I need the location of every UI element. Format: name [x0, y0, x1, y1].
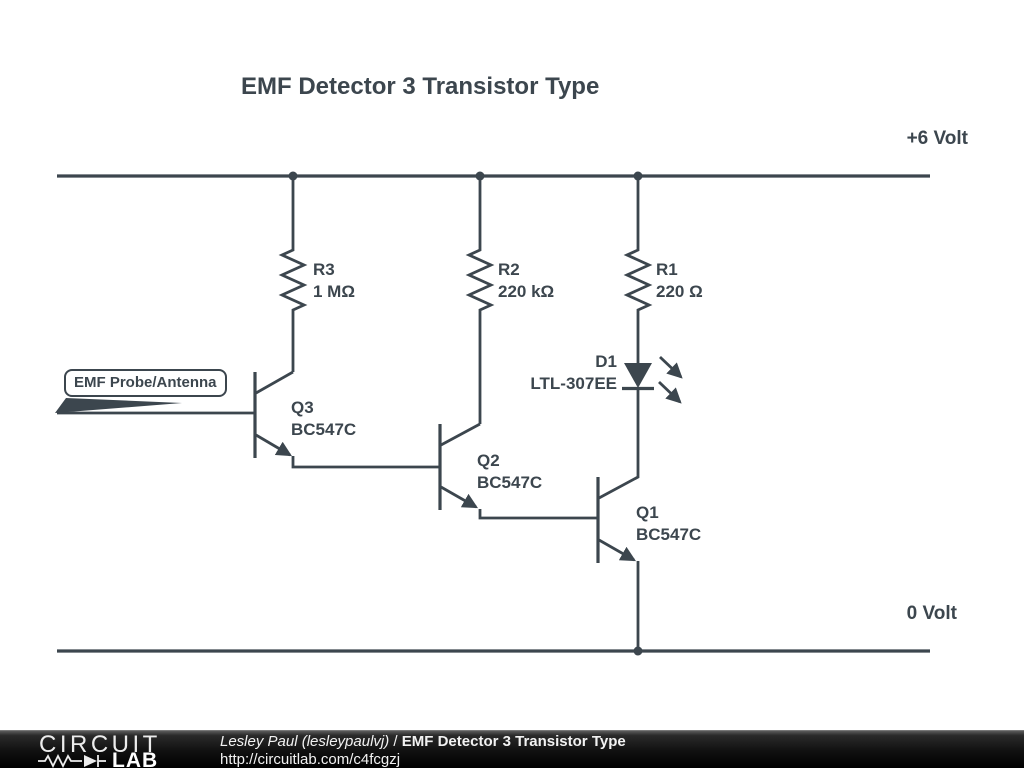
component-name: R3: [313, 260, 335, 279]
q3-collector: [255, 370, 294, 395]
component-value: BC547C: [636, 525, 702, 544]
label-q3[interactable]: Q3 BC547C: [291, 397, 356, 441]
callout-tail: [55, 398, 182, 413]
led-light-arrow-1: [659, 355, 683, 379]
component-value: 220 kΩ: [498, 282, 555, 301]
resistor-r2-symbol[interactable]: [465, 176, 495, 424]
junction-dot: [288, 171, 298, 181]
component-value: BC547C: [477, 473, 543, 492]
q1-emitter: [598, 538, 637, 562]
footer-attribution: Lesley Paul (lesleypaulvj) / EMF Detecto…: [220, 733, 626, 751]
component-name: R1: [656, 260, 678, 279]
component-value: 220 Ω: [656, 282, 703, 301]
logo-resistor-icon: [38, 753, 82, 768]
emf-probe-callout-label: EMF Probe/Antenna: [74, 374, 217, 391]
component-name: D1: [595, 352, 617, 371]
label-r3[interactable]: R3 1 MΩ: [313, 259, 355, 303]
junction-dot: [475, 171, 485, 181]
circuitlab-logo-graphic: CIRCUIT LAB: [38, 731, 161, 768]
q1-collector-wire: [598, 388, 640, 500]
led-light-arrow-2: [658, 380, 682, 404]
led-triangle: [624, 363, 652, 388]
label-d1[interactable]: D1 LTL-307EE: [530, 351, 617, 395]
logo-schematic-glyph: [38, 753, 106, 768]
transistor-q2-symbol[interactable]: [438, 422, 481, 510]
footer-author[interactable]: Lesley Paul (lesleypaulvj): [220, 733, 390, 750]
resistor-r1-symbol[interactable]: [623, 176, 653, 363]
footer-bar: CIRCUIT LAB Lesley Paul (lesleypaulvj) /…: [0, 730, 1024, 768]
resistor-r3-symbol[interactable]: [278, 176, 308, 372]
transistor-q3-symbol[interactable]: [253, 370, 294, 458]
label-r2[interactable]: R2 220 kΩ: [498, 259, 554, 303]
circuitlab-logo: CIRCUIT LAB: [36, 731, 216, 768]
component-name: Q3: [291, 398, 314, 417]
wire-q2e-q1b: [478, 509, 598, 520]
logo-diode-icon: [84, 755, 97, 767]
rail-label-plus6v: +6 Volt: [906, 128, 968, 149]
component-name: R2: [498, 260, 520, 279]
component-name: Q2: [477, 451, 500, 470]
q2-collector: [440, 422, 481, 447]
logo-word-circuit: CIRCUIT: [39, 732, 161, 758]
component-value: LTL-307EE: [530, 374, 617, 393]
component-value: BC547C: [291, 420, 357, 439]
q3-emitter: [255, 433, 292, 457]
component-value: 1 MΩ: [313, 282, 355, 301]
q2-emitter: [440, 485, 479, 509]
wire-q3e-q2b: [291, 456, 440, 469]
logo-word-lab: LAB: [112, 749, 158, 768]
label-q2[interactable]: Q2 BC547C: [477, 450, 542, 494]
schematic-drawing: [55, 171, 930, 656]
label-r1[interactable]: R1 220 Ω: [656, 259, 703, 303]
component-name: Q1: [636, 503, 659, 522]
label-q1[interactable]: Q1 BC547C: [636, 502, 701, 546]
schematic-title: EMF Detector 3 Transistor Type: [241, 73, 600, 100]
footer-schematic-title: EMF Detector 3 Transistor Type: [401, 733, 626, 750]
junction-dot: [633, 646, 643, 656]
emf-probe-callout[interactable]: EMF Probe/Antenna: [64, 369, 227, 397]
transistor-q1-symbol[interactable]: [596, 388, 640, 563]
footer-text-block: Lesley Paul (lesleypaulvj) / EMF Detecto…: [220, 733, 626, 768]
footer-url[interactable]: http://circuitlab.com/c4fcgzj: [220, 751, 401, 768]
footer-separator: /: [389, 733, 402, 750]
rail-label-0v: 0 Volt: [906, 603, 957, 624]
junction-dot: [633, 171, 643, 181]
led-d1-symbol[interactable]: [622, 355, 683, 404]
